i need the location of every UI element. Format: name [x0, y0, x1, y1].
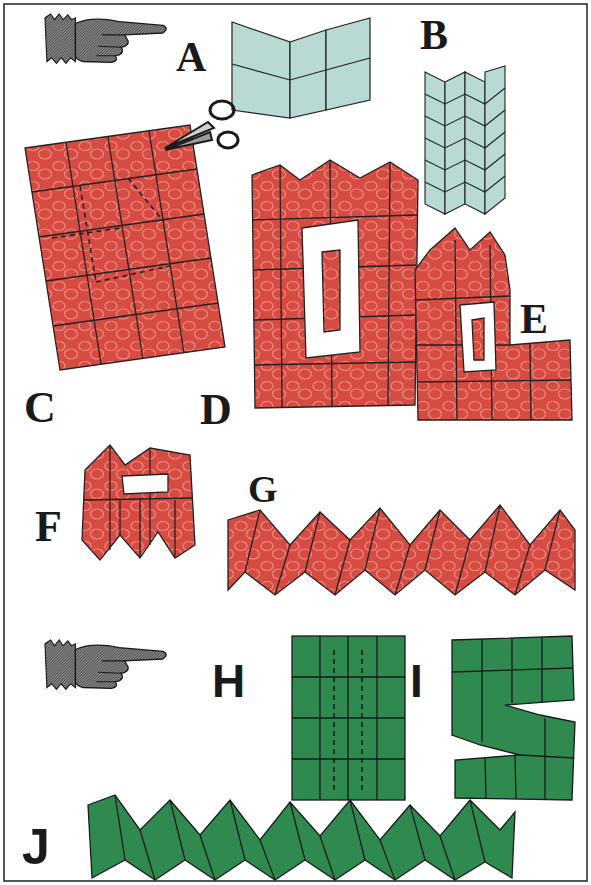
tabbed-spiral [415, 228, 572, 420]
frame [4, 4, 587, 881]
step-letter: F [35, 505, 62, 549]
pointing-hand [45, 640, 166, 689]
green-zigzag-strip [88, 795, 515, 880]
accordion-grid [425, 66, 505, 214]
folded-paper [232, 18, 370, 118]
step-letter: D [200, 388, 232, 432]
red-sheet [25, 125, 225, 370]
step-letter: B [420, 14, 448, 56]
step-letter: A [176, 36, 206, 78]
step-letter: C [24, 386, 56, 430]
step-letter: I [410, 658, 423, 704]
step-letter: J [22, 822, 50, 872]
scissors [165, 101, 238, 150]
step-letter: E [520, 298, 548, 340]
pointing-hand [45, 14, 166, 63]
red-zigzag-strip [228, 505, 575, 595]
spiral-cut [252, 160, 418, 408]
step-letter: G [248, 470, 278, 508]
green-sheet [292, 636, 405, 800]
step-letter: H [212, 658, 245, 704]
green-folded-sheet [452, 636, 575, 800]
zigzag-spiral [82, 445, 195, 560]
